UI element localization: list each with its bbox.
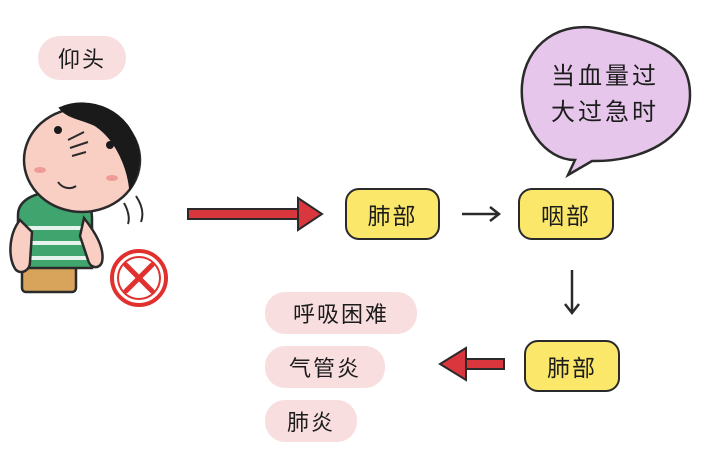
bubble-text: 当血量过 大过急时 — [520, 58, 690, 130]
outcome-pneumonia: 肺炎 — [265, 400, 357, 442]
bubble-line-1: 当血量过 — [551, 62, 659, 90]
speech-bubble — [520, 25, 692, 179]
arrow-right-red-icon — [187, 196, 324, 232]
cross-circle-icon — [110, 249, 168, 307]
arrow-down-thin-icon — [564, 270, 580, 316]
node-lung-1: 肺部 — [345, 188, 440, 240]
node-lung-2: 肺部 — [524, 340, 620, 392]
outcome-tracheitis: 气管炎 — [265, 346, 385, 388]
arrow-right-thin-icon — [462, 206, 502, 222]
node-pharynx: 咽部 — [518, 188, 614, 240]
head-tilt-label: 仰头 — [38, 36, 126, 80]
child-illustration — [9, 102, 144, 294]
outcome-breathing-difficulty: 呼吸困难 — [265, 292, 417, 334]
arrow-left-red-icon — [438, 346, 505, 382]
bubble-line-2: 大过急时 — [551, 98, 659, 126]
